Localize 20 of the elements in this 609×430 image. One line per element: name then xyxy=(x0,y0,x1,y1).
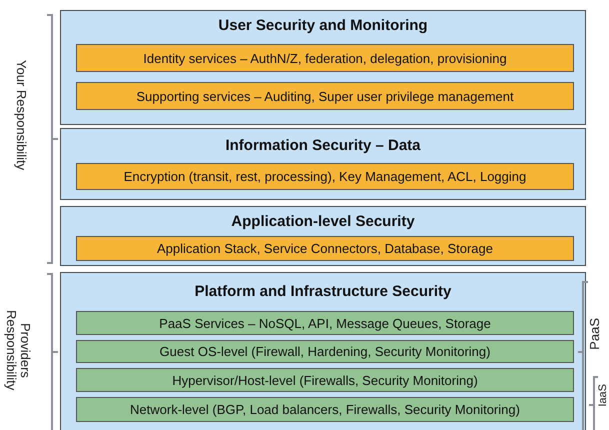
panel-heading: User Security and Monitoring xyxy=(217,17,429,34)
layer-panel xyxy=(60,10,586,125)
layer-bar: Hypervisor/Host-level (Firewalls, Security Monitoring) xyxy=(76,368,574,392)
side-label: IaaS xyxy=(596,384,609,407)
layer-panel xyxy=(60,128,586,200)
layer-bar: PaaS Services – NoSQL, API, Message Queues, Storage xyxy=(76,311,574,335)
layer-panel xyxy=(60,272,586,430)
side-label: Providers Responsibility xyxy=(4,308,32,392)
layer-bar: Encryption (transit, rest, processing), Key Management, ACL, Logging xyxy=(76,163,574,190)
panel-heading: Platform and Infrastructure Security xyxy=(194,283,452,300)
layer-bar: Application Stack, Service Connectors, Database, Storage xyxy=(76,236,574,261)
layer-panel xyxy=(60,206,586,266)
layer-bar: Network-level (BGP, Load balancers, Firewalls, Security Monitoring) xyxy=(76,397,574,422)
panel-heading: Information Security – Data xyxy=(224,137,422,154)
layer-bar: Guest OS-level (Firewall, Hardening, Security Monitoring) xyxy=(76,340,574,363)
side-label: Your Responsibility xyxy=(14,60,28,170)
layer-bar: Supporting services – Auditing, Super user privilege management xyxy=(76,82,574,110)
panel-heading: Application-level Security xyxy=(230,213,416,230)
side-label: PaaS xyxy=(588,318,602,350)
layer-bar: Identity services – AuthN/Z, federation, delegation, provisioning xyxy=(76,44,574,72)
